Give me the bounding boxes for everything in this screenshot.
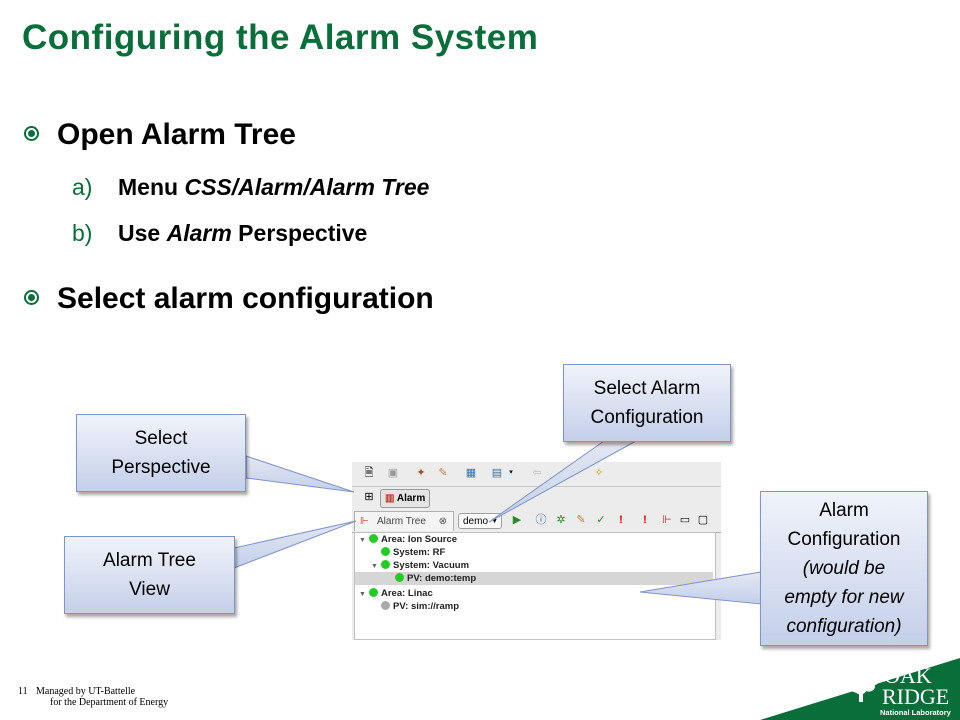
callout-select-config: Select Alarm Configuration xyxy=(563,364,731,442)
status-led-icon xyxy=(369,534,378,543)
bullet-text: Open Alarm Tree xyxy=(57,118,296,151)
slide-title: Configuring the Alarm System xyxy=(22,18,539,57)
dropdown-arrow-icon[interactable]: ▾ xyxy=(509,469,513,476)
status-led-icon xyxy=(395,573,404,582)
save-icon[interactable]: ▣ xyxy=(387,467,399,479)
footer-line: for the Department of Energy xyxy=(50,697,169,708)
subitem-prefix: Menu xyxy=(118,174,185,200)
oak-tree-icon xyxy=(846,665,880,702)
status-led-icon xyxy=(369,588,378,597)
callout-line: View xyxy=(129,579,170,600)
subitem-perspective: b) Use Alarm Perspective xyxy=(72,220,367,247)
new-file-icon[interactable]: 🗎 xyxy=(364,467,374,479)
leader-alarm-tree-view xyxy=(233,520,357,569)
maximize-icon[interactable]: ▢ xyxy=(697,514,709,526)
settings-icon[interactable]: ✲ xyxy=(556,514,566,526)
tree-row[interactable]: PV: sim://ramp xyxy=(381,600,459,613)
open-perspective-icon[interactable]: ⊞ xyxy=(364,491,374,503)
tree-row[interactable]: ▼ Area: Linac xyxy=(359,587,433,600)
callout-alarm-config: Alarm Configuration (would be empty for … xyxy=(760,491,928,646)
callout-line: Alarm xyxy=(819,500,869,521)
page-number: 11 xyxy=(18,686,28,697)
tree-label: Area: Linac xyxy=(381,588,433,599)
bullet-text: Select alarm configuration xyxy=(57,282,434,315)
tree-row-selected[interactable]: PV: demo:temp xyxy=(355,572,713,585)
callout-line: Perspective xyxy=(111,457,211,478)
leader-select-perspective xyxy=(245,455,355,493)
callout-line: empty for new xyxy=(784,587,904,608)
bullet-dot-icon xyxy=(24,289,39,305)
status-led-icon xyxy=(381,560,390,569)
edit-icon[interactable]: ✎ xyxy=(576,514,586,526)
alarm-perspective-icon: ▥ xyxy=(385,493,395,504)
main-toolbar: 🗎 ▣ ✦ ✎ ▦ ▤ ▾ ⇦ ⇨ ✧ xyxy=(352,462,721,487)
callout-line: (would be xyxy=(802,558,886,579)
subitem-marker: b) xyxy=(72,220,93,246)
unack-icon[interactable]: ! xyxy=(643,514,647,526)
config-select[interactable]: demo▼ xyxy=(458,513,502,529)
minimize-icon[interactable]: ▭ xyxy=(679,514,691,526)
logo-word-ridge: RIDGE xyxy=(882,684,949,709)
callout-line: Select Alarm xyxy=(593,378,701,399)
alarm-tree: ▼ Area: Ion Source System: RF ▼ System: Va… xyxy=(354,532,716,640)
perspective-tab-alarm[interactable]: ▥ Alarm xyxy=(380,489,431,508)
info-icon[interactable]: ⓘ xyxy=(535,514,547,526)
nav-back-icon[interactable]: ⇦ xyxy=(532,467,542,479)
chart-icon[interactable]: ▦ xyxy=(465,467,477,479)
subitem-italic: Alarm xyxy=(166,220,232,246)
filter-icon[interactable]: ⊩ xyxy=(662,514,672,526)
alarm-tree-screenshot: 🗎 ▣ ✦ ✎ ▦ ▤ ▾ ⇦ ⇨ ✧ ⊞ ▥ Alarm ⊩ Alarm Tr… xyxy=(352,462,721,640)
perspective-tab-label: Alarm xyxy=(396,493,426,504)
logo-word-oak: OAK xyxy=(884,663,932,688)
tree-row[interactable]: ▼ Area: Ion Source xyxy=(359,533,457,546)
highlight-icon[interactable]: ✧ xyxy=(594,467,604,479)
chevron-down-icon: ▼ xyxy=(491,518,498,525)
tree-label: System: RF xyxy=(393,547,446,558)
expand-arrow-icon[interactable]: ▼ xyxy=(371,563,378,570)
status-led-icon xyxy=(381,547,390,556)
tree-row[interactable]: ▼ System: Vacuum xyxy=(371,559,469,572)
bullet-select-config: Select alarm configuration xyxy=(24,282,434,316)
callout-line: Configuration xyxy=(787,529,901,550)
subitem-suffix: Perspective xyxy=(231,220,368,246)
expand-arrow-icon[interactable]: ▼ xyxy=(359,591,366,598)
tree-label: PV: sim://ramp xyxy=(393,601,459,612)
nav-forward-icon[interactable]: ⇨ xyxy=(568,467,578,479)
alarm-icon[interactable]: ! xyxy=(619,514,623,526)
status-led-icon xyxy=(381,601,390,610)
tag-icon[interactable]: ✎ xyxy=(438,467,448,479)
subitem-menu-path: CSS/Alarm/Alarm Tree xyxy=(184,174,430,200)
oak-ridge-logo: OAK RIDGE National Laboratory xyxy=(760,658,960,720)
callout-line: Configuration xyxy=(590,407,704,428)
expand-arrow-icon[interactable]: ▼ xyxy=(359,537,366,544)
logo-tagline: National Laboratory xyxy=(880,708,952,717)
callout-select-perspective: Select Perspective xyxy=(76,414,246,492)
tree-label: System: Vacuum xyxy=(393,560,470,571)
footer-line: Managed by UT-Battelle xyxy=(36,686,136,697)
acknowledge-icon[interactable]: ✓ xyxy=(596,514,606,526)
callout-alarm-tree-view: Alarm Tree View xyxy=(64,536,235,614)
close-icon[interactable]: ⊗ xyxy=(438,516,447,527)
callout-line: Select xyxy=(134,428,188,449)
image-icon[interactable]: ▤ xyxy=(491,467,503,479)
subitem-menu: a) Menu CSS/Alarm/Alarm Tree xyxy=(72,174,429,201)
subitem-prefix: Use xyxy=(118,220,167,246)
tree-label: Area: Ion Source xyxy=(381,534,458,545)
bullet-open-alarm-tree: Open Alarm Tree xyxy=(24,118,296,152)
bullet-dot-icon xyxy=(24,125,39,141)
tree-row[interactable]: System: RF xyxy=(371,546,445,559)
perspective-bar: ⊞ ▥ Alarm xyxy=(352,487,721,509)
tree-label: PV: demo:temp xyxy=(407,573,477,584)
view-tab-alarm-tree[interactable]: ⊩ Alarm Tree ⊗ xyxy=(354,511,454,531)
subitem-marker: a) xyxy=(72,174,93,200)
config-select-value: demo xyxy=(463,516,489,527)
play-icon[interactable]: ▶ xyxy=(512,514,522,526)
view-tab-label: Alarm Tree xyxy=(377,516,426,527)
alarm-tree-icon: ⊩ xyxy=(360,516,369,527)
view-bar: ⊩ Alarm Tree ⊗ demo▼ ▶ ⓘ ✲ ✎ ✓ ! ! ⊩ ▭ ▢ xyxy=(352,510,721,533)
callout-line: configuration) xyxy=(786,616,902,637)
run-icon[interactable]: ✦ xyxy=(416,467,426,479)
callout-line: Alarm Tree xyxy=(103,550,196,571)
